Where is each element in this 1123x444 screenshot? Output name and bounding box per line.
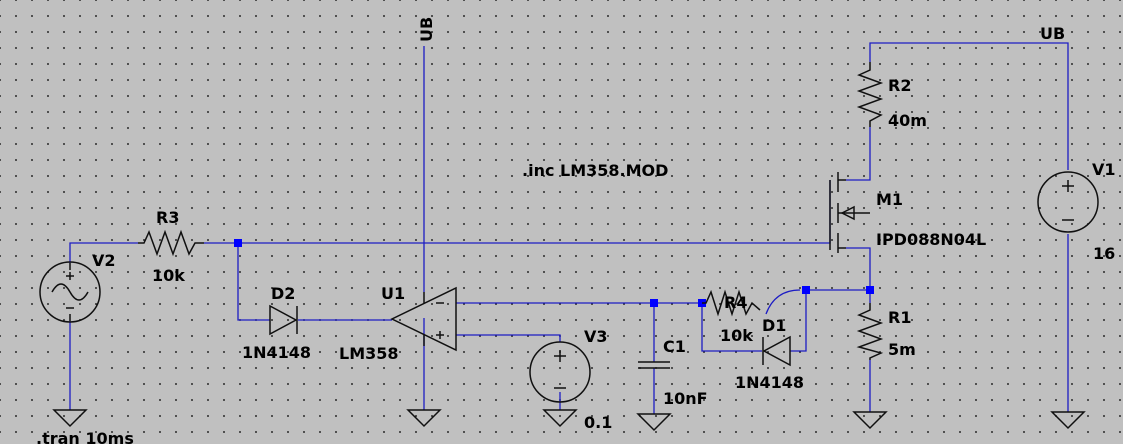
v1-value: 16 xyxy=(1093,244,1115,263)
resistor-r4[interactable] xyxy=(702,289,761,317)
opamp-u1[interactable] xyxy=(390,286,457,352)
r4-name: R4 xyxy=(724,293,747,312)
d1-name: D1 xyxy=(762,316,786,335)
ground-v2 xyxy=(52,409,88,428)
junction-d1-node xyxy=(802,286,810,294)
v2-name: V2 xyxy=(92,251,116,270)
diode-d2[interactable] xyxy=(269,304,298,336)
u1-value: LM358 xyxy=(339,344,399,363)
ground-u1 xyxy=(406,409,442,428)
net-label-ub-top: UB xyxy=(417,17,436,42)
r1-value: 5m xyxy=(888,340,916,359)
v3-value: 0.1 xyxy=(584,413,612,432)
r4-value: 10k xyxy=(720,326,753,345)
ground-c1 xyxy=(636,413,672,432)
ground-symbols xyxy=(52,409,1086,432)
junction-output-node xyxy=(650,299,658,307)
capacitor-c1[interactable] xyxy=(638,361,670,369)
d2-value: 1N4148 xyxy=(242,343,311,362)
mosfet-m1[interactable] xyxy=(829,172,870,253)
diode-d1[interactable] xyxy=(762,335,791,367)
r2-value: 40m xyxy=(888,111,927,130)
c1-name: C1 xyxy=(663,337,686,356)
r3-value: 10k xyxy=(152,266,185,285)
directive-include[interactable]: .inc LM358.MOD xyxy=(522,161,668,180)
v1-name: V1 xyxy=(1092,160,1116,179)
d2-name: D2 xyxy=(271,284,295,303)
junction-source-node xyxy=(866,286,874,294)
voltage-source-v3[interactable] xyxy=(529,341,591,403)
u1-name: U1 xyxy=(381,284,405,303)
wires xyxy=(69,42,1069,414)
sine-source-v2[interactable] xyxy=(39,261,101,323)
voltage-source-v1[interactable] xyxy=(1037,171,1099,233)
ground-r1 xyxy=(852,411,888,430)
ground-v3 xyxy=(542,409,578,428)
m1-name: M1 xyxy=(876,190,903,209)
c1-value: 10nF xyxy=(663,389,708,408)
resistor-r3[interactable] xyxy=(138,229,204,257)
resistor-r2[interactable] xyxy=(856,62,884,127)
r2-name: R2 xyxy=(888,76,911,95)
directive-tran[interactable]: .tran 10ms xyxy=(36,429,134,444)
r3-name: R3 xyxy=(156,208,179,227)
ground-v1 xyxy=(1050,411,1086,430)
m1-value: IPD088N04L xyxy=(876,230,986,249)
v3-name: V3 xyxy=(584,327,608,346)
net-label-ub-right: UB xyxy=(1040,24,1065,43)
resistor-r1[interactable] xyxy=(856,303,884,360)
junction-gate-node xyxy=(234,239,242,247)
d1-value: 1N4148 xyxy=(735,373,804,392)
r1-name: R1 xyxy=(888,308,911,327)
